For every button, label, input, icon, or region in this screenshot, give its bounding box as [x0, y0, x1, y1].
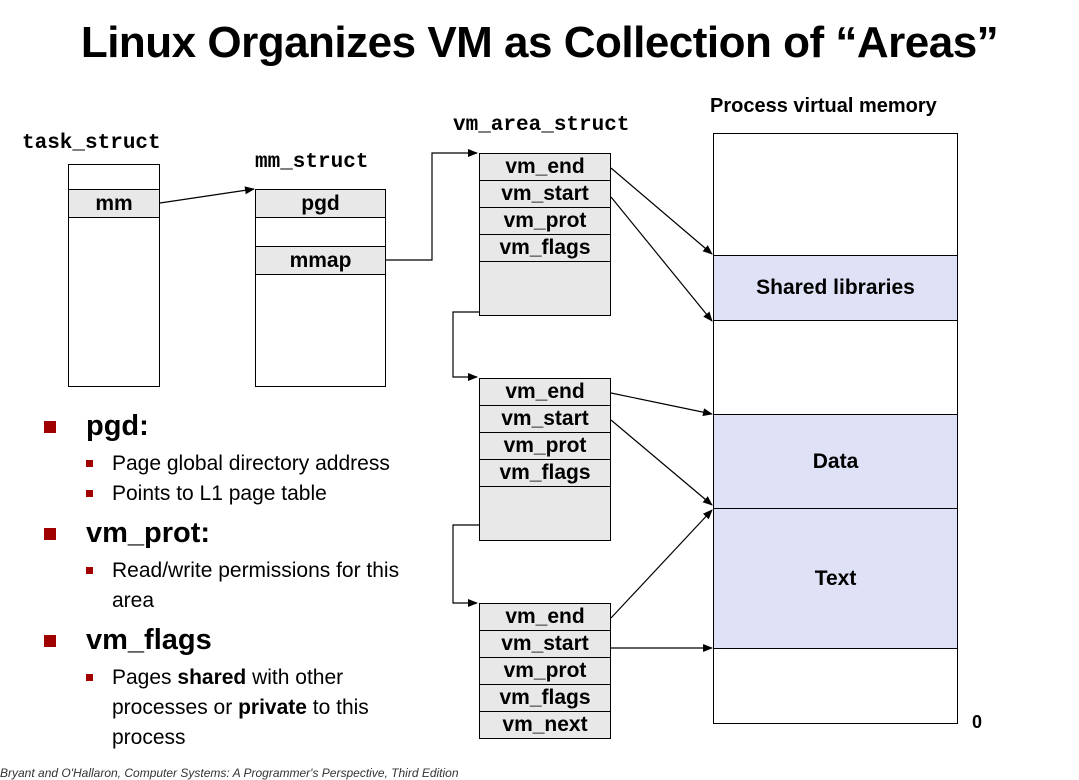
vm-end-field: vm_end — [479, 153, 611, 181]
task-struct-label: task_struct — [22, 132, 161, 155]
sub-bullet-square-icon — [86, 674, 93, 681]
bullet-square-icon — [44, 420, 56, 433]
sub-bullet: Read/write permissions for this area — [86, 556, 440, 616]
process-vm-label: Process virtual memory — [710, 95, 937, 117]
vm-prot-field: vm_prot — [479, 432, 611, 460]
vm-area-3: vm_end vm_start vm_prot vm_flags vm_next — [479, 603, 611, 739]
mm-mmap-field: mmap — [255, 246, 386, 275]
sub-bullet-square-icon — [86, 490, 93, 497]
arrow-vma2-next — [452, 524, 479, 607]
arrow-vma1-start — [610, 196, 713, 322]
bullet-vm-flags: vm_flags — [40, 624, 440, 657]
arrow-mmap-to-vma1 — [386, 149, 478, 261]
sub-bullet: Page global directory address — [86, 449, 440, 479]
region-text: Text — [713, 508, 958, 649]
sub-bullet-square-icon — [86, 460, 93, 467]
region-data: Data — [713, 414, 958, 509]
arrow-vma2-start — [610, 419, 713, 506]
arrow-vma2-end — [610, 392, 713, 417]
region-shared-libraries: Shared libraries — [713, 255, 958, 321]
mm-struct-box — [255, 189, 386, 387]
sub-bullet: Pages shared with other processes or pri… — [86, 663, 440, 753]
arrow-vma1-next — [452, 311, 479, 381]
footer-citation: Bryant and O'Hallaron, Computer Systems:… — [0, 766, 459, 780]
address-zero-label: 0 — [972, 712, 983, 732]
bullet-square-icon — [44, 527, 56, 540]
bullet-pgd: pgd: — [40, 410, 440, 443]
arrow-mm-to-mmstruct — [159, 186, 255, 204]
vm-area-rest — [479, 262, 611, 316]
arrow-vma1-end — [610, 167, 713, 255]
vm-flags-field: vm_flags — [479, 234, 611, 262]
mm-pgd-field: pgd — [255, 189, 386, 218]
vm-area-rest — [479, 487, 611, 541]
sub-bullet-square-icon — [86, 567, 93, 574]
vm-area-2: vm_end vm_start vm_prot vm_flags — [479, 378, 611, 541]
vm-flags-field: vm_flags — [479, 684, 611, 712]
task-mm-field: mm — [68, 189, 160, 218]
vm-area-struct-label: vm_area_struct — [453, 114, 630, 137]
arrow-vma3-end — [610, 509, 713, 619]
bullet-vm-prot: vm_prot: — [40, 517, 440, 550]
vm-end-field: vm_end — [479, 603, 611, 631]
vm-area-1: vm_end vm_start vm_prot vm_flags — [479, 153, 611, 316]
vm-start-field: vm_start — [479, 405, 611, 433]
page-title: Linux Organizes VM as Collection of “Are… — [80, 18, 999, 67]
vm-next-field: vm_next — [479, 711, 611, 739]
mm-struct-label: mm_struct — [255, 151, 369, 174]
sub-bullet: Points to L1 page table — [86, 479, 440, 509]
vm-start-field: vm_start — [479, 630, 611, 658]
bullet-list: pgd: Page global directory address Point… — [40, 410, 440, 761]
vm-start-field: vm_start — [479, 180, 611, 208]
bullet-square-icon — [44, 634, 56, 647]
vm-flags-field: vm_flags — [479, 459, 611, 487]
